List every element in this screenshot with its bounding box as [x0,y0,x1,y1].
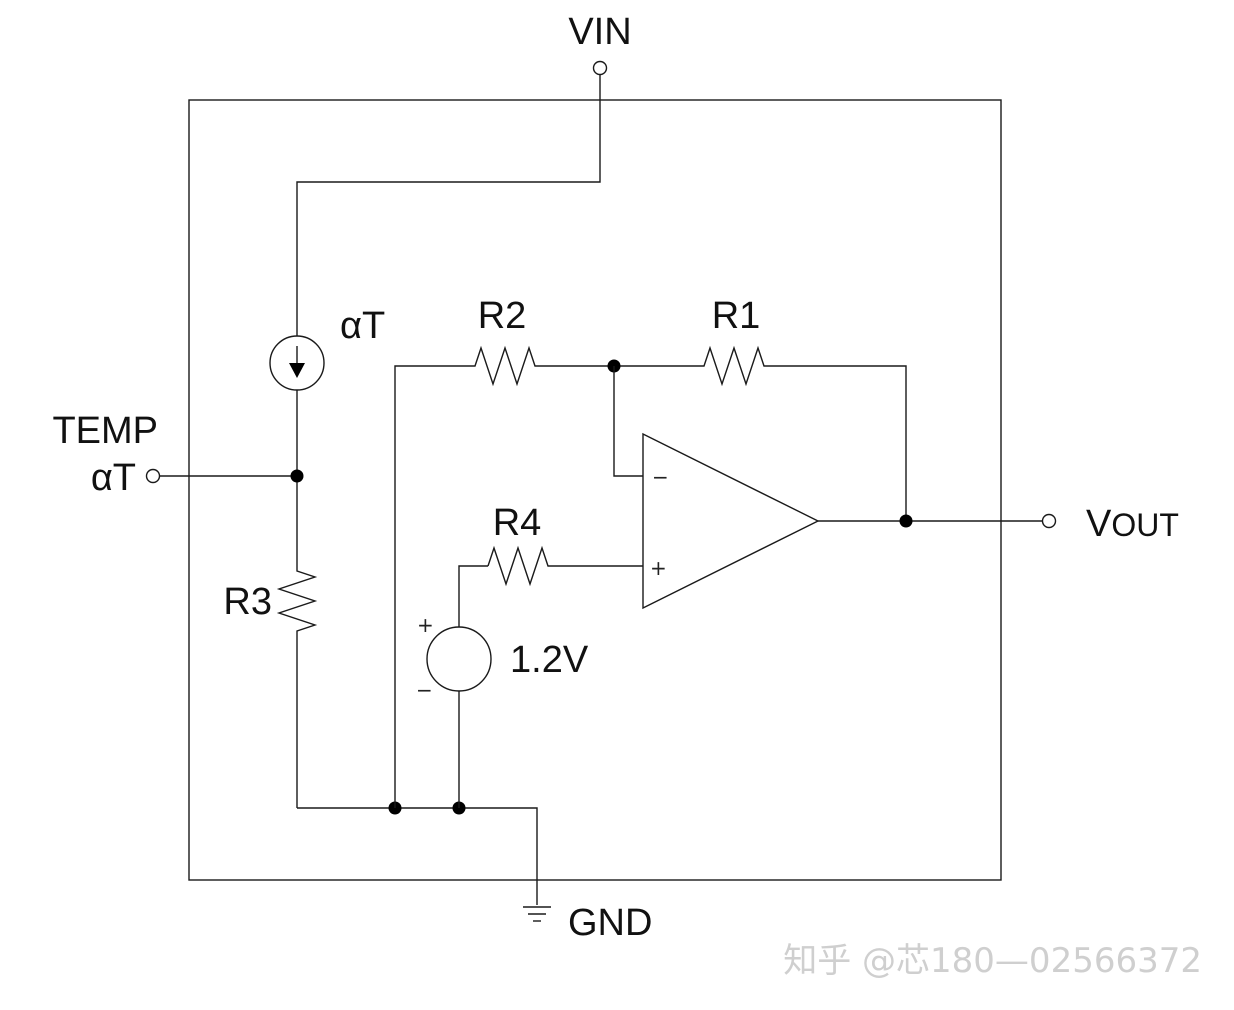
r1-right-wire [792,365,907,521]
ground-icon [523,906,551,922]
voltage-source-minus: − [416,678,433,702]
current-source [269,335,325,391]
opamp-triangle [642,432,820,610]
opamp-plus-sign: + [650,556,667,580]
r4-resistor [487,545,576,587]
voltage-source-plus: + [417,613,434,637]
r2-left-wire [394,365,446,808]
temp-node-junction [290,469,304,483]
r4-label: R4 [493,502,542,544]
r3-label: R3 [223,581,272,623]
r4-left-wire [458,565,488,627]
vin-label: VIN [568,11,631,53]
vout-label: VOUT [1086,503,1179,545]
ic-package-outline [188,99,1002,881]
r2-resistor [446,345,568,387]
inverting-input-wire [613,366,643,477]
r2-label: R2 [478,295,527,337]
gnd-label: GND [568,902,652,944]
temp-pin[interactable] [145,468,161,484]
temp-current-label: αT [91,457,136,499]
ground-bus-wire [297,807,538,905]
temp-label: TEMP [52,410,158,452]
output-node-junction [899,514,913,528]
r1-label: R1 [712,295,761,337]
r3-resistor [276,545,318,808]
vout-subscript: OUT [1111,507,1179,543]
current-source-label: αT [340,305,385,347]
voltage-source-label: 1.2V [510,639,589,681]
vin-wire [296,74,601,336]
voltage-source [426,626,492,692]
vin-pin[interactable] [592,60,608,76]
opamp-minus-sign: − [652,465,669,489]
vout-pin[interactable] [1041,513,1057,529]
r1-resistor [676,345,792,387]
watermark: 知乎 @芯180—02566372 [783,941,1202,981]
